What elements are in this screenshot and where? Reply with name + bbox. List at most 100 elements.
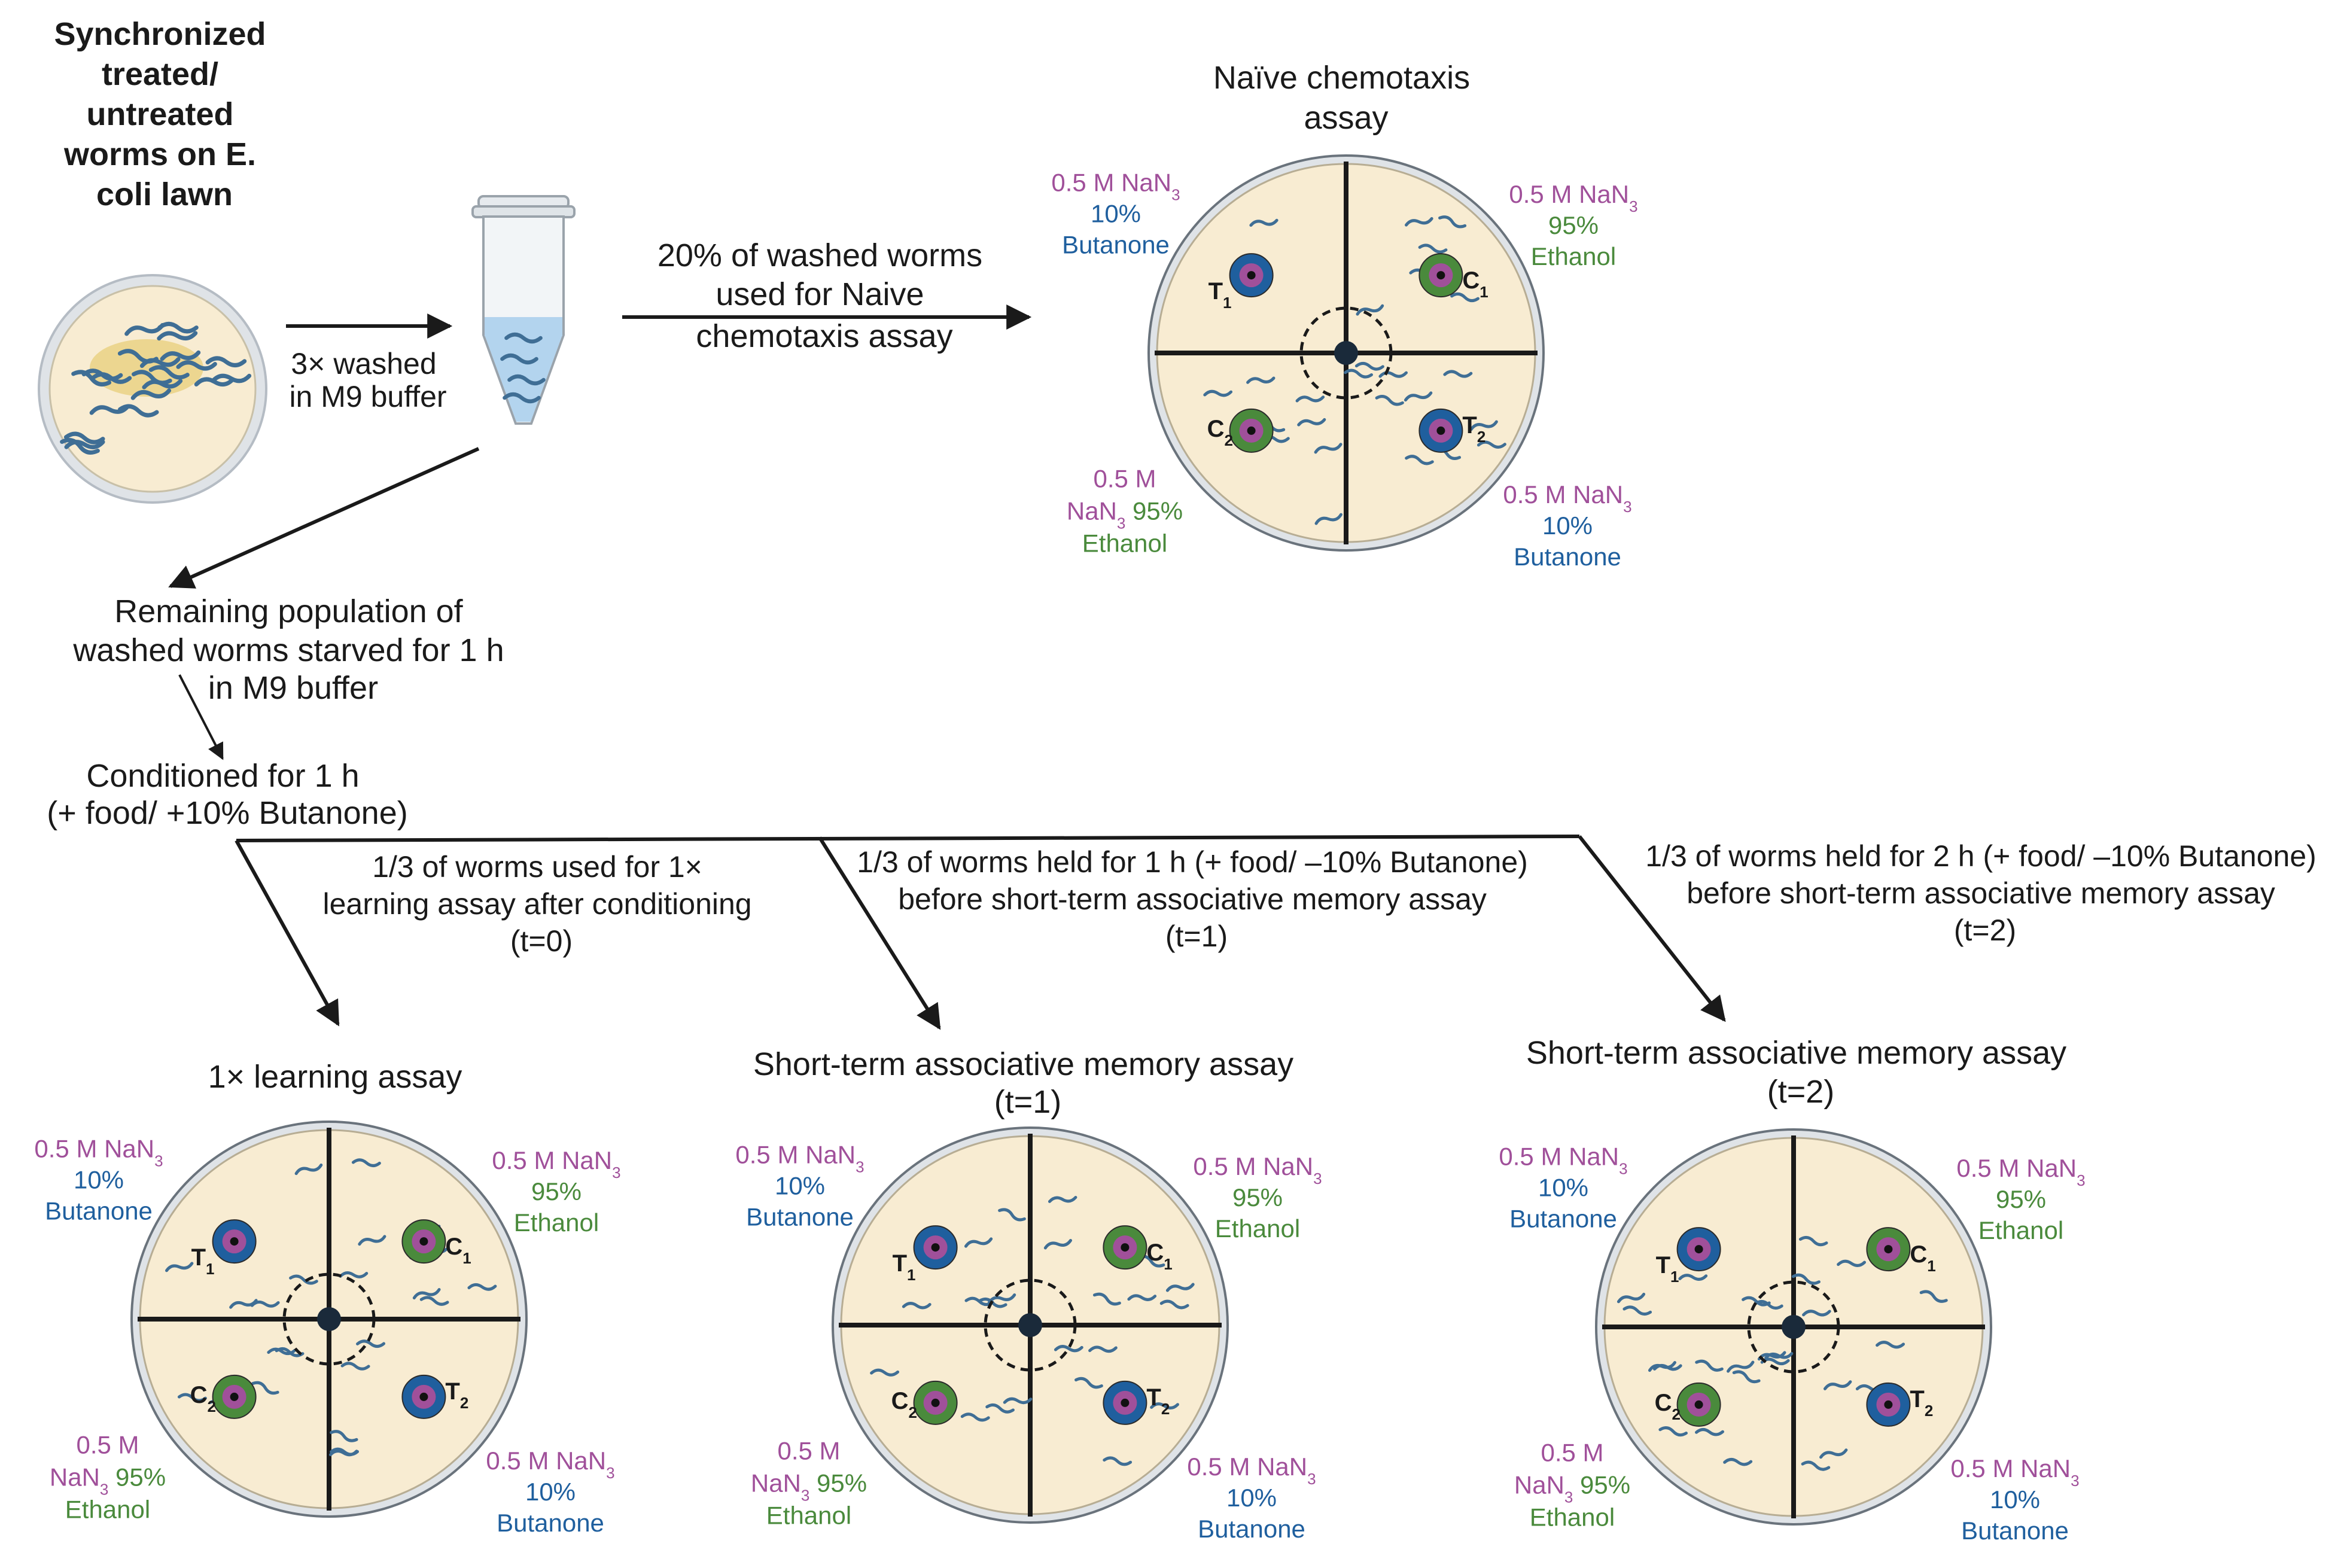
branch-label-stam2: 1/3 of worms held for 2 h (+ food/ –10% … bbox=[1645, 839, 2324, 947]
worm-icon bbox=[1450, 292, 1480, 303]
worm-icon bbox=[1732, 1370, 1761, 1384]
wash-label: 3× washed in M9 buffer bbox=[289, 347, 446, 413]
worm-icon bbox=[71, 370, 112, 386]
worm-icon bbox=[132, 370, 172, 385]
label-C2-nan3b: NaN3 95% bbox=[50, 1463, 166, 1498]
worm-icon bbox=[1695, 1428, 1725, 1436]
worm-icon bbox=[330, 1447, 360, 1456]
naive-arrow-label: 20% of washed worms used for Naive chemo… bbox=[657, 238, 991, 354]
worm-icon bbox=[1723, 1458, 1753, 1466]
label-C2-odor: Ethanol bbox=[1530, 1503, 1615, 1531]
worm-icon bbox=[500, 353, 538, 365]
worm-icon bbox=[1791, 1273, 1821, 1285]
well-label-C2: C2 bbox=[1207, 416, 1233, 449]
label-C2-odor: Ethanol bbox=[766, 1501, 851, 1529]
worm-icon bbox=[1919, 1290, 1948, 1303]
label-C1-nan3: 0.5 M NaN3 bbox=[1509, 180, 1637, 215]
label-C1-pct: 95% bbox=[531, 1177, 582, 1205]
worm-icon bbox=[267, 1347, 297, 1356]
label-T2-nan3: 0.5 M NaN3 bbox=[1187, 1453, 1316, 1488]
plate-worms bbox=[1617, 1235, 1948, 1471]
worm-icon bbox=[157, 321, 199, 334]
worm-icon bbox=[1003, 1397, 1033, 1405]
label-T1-pct: 10% bbox=[1091, 199, 1141, 227]
well-C2 bbox=[1676, 1382, 1721, 1427]
worm-icon bbox=[1344, 369, 1373, 379]
label-T1-pct: 10% bbox=[775, 1171, 825, 1199]
well-C2 bbox=[212, 1374, 257, 1419]
label-T2-nan3: 0.5 M NaN3 bbox=[1950, 1454, 2079, 1490]
well-label-C1: C1 bbox=[1146, 1240, 1172, 1273]
worm-icon bbox=[507, 374, 546, 386]
worm-icon bbox=[148, 365, 190, 380]
worm-icon bbox=[1695, 1359, 1724, 1372]
worm-icon bbox=[294, 1163, 323, 1176]
label-C1-pct: 95% bbox=[1232, 1183, 1283, 1211]
worm-icon bbox=[60, 438, 100, 455]
label-T1-nan3: 0.5 M NaN3 bbox=[735, 1140, 864, 1176]
branch-arrow-learning bbox=[235, 839, 340, 1027]
worm-icon bbox=[1802, 1310, 1831, 1317]
microcentrifuge-tube bbox=[471, 195, 576, 425]
worm-icon bbox=[356, 1339, 386, 1348]
worm-icon bbox=[289, 1274, 318, 1285]
label-C1-odor: Ethanol bbox=[1978, 1216, 2063, 1244]
branch-arrow-stam1 bbox=[818, 836, 941, 1030]
worm-icon bbox=[1074, 1377, 1103, 1389]
plate-worms bbox=[870, 1196, 1195, 1466]
worm-icon bbox=[64, 440, 105, 449]
label-C2-nan3a: 0.5 M bbox=[777, 1436, 840, 1465]
worm-icon bbox=[1165, 1283, 1195, 1292]
label-T1-odor: Butanone bbox=[45, 1196, 153, 1225]
worm-icon bbox=[412, 1288, 441, 1300]
worm-icon bbox=[1438, 215, 1467, 229]
worm-icon bbox=[1354, 361, 1384, 371]
worm-icon bbox=[1314, 443, 1343, 454]
worm-icon bbox=[63, 431, 105, 444]
label-T2-odor: Butanone bbox=[1961, 1517, 2069, 1545]
worm-icon bbox=[1297, 418, 1326, 427]
well-label-C1: C1 bbox=[1462, 267, 1488, 301]
label-C1-nan3: 0.5 M NaN3 bbox=[1956, 1154, 2085, 1189]
worm-icon bbox=[157, 331, 198, 341]
worm-icon bbox=[1378, 371, 1408, 378]
well-C1 bbox=[401, 1219, 446, 1264]
worm-icon bbox=[139, 357, 181, 369]
label-T2-odor: Butanone bbox=[497, 1509, 604, 1537]
worm-icon bbox=[1103, 1456, 1133, 1466]
origin-worm-cluster bbox=[317, 1307, 341, 1331]
worm-icon bbox=[1405, 217, 1433, 227]
start-lawn-plate bbox=[38, 274, 267, 504]
label-T2-pct: 10% bbox=[1226, 1484, 1277, 1512]
label-T1-pct: 10% bbox=[74, 1165, 124, 1193]
worm-icon bbox=[1418, 243, 1448, 254]
branch-label-stam1: 1/3 of worms held for 1 h (+ food/ –10% … bbox=[857, 845, 1536, 953]
worm-icon bbox=[1823, 1380, 1852, 1390]
label-C1-odor: Ethanol bbox=[1215, 1214, 1300, 1243]
lawn-worms bbox=[60, 321, 252, 455]
label-C2-nan3b: NaN3 95% bbox=[1514, 1470, 1630, 1506]
origin-circle bbox=[1299, 306, 1393, 400]
worm-icon bbox=[1477, 440, 1506, 449]
title-stam1: Short-term associative memory assay (t=1… bbox=[753, 1046, 1302, 1120]
worm-icon bbox=[1295, 395, 1325, 403]
worm-icon bbox=[1819, 1448, 1848, 1459]
remaining-label: Remaining population of washed worms sta… bbox=[72, 593, 513, 706]
worm-icon bbox=[1048, 1196, 1077, 1203]
worm-icon bbox=[1127, 1294, 1157, 1301]
worm-icon bbox=[89, 404, 130, 415]
well-T1 bbox=[913, 1225, 958, 1270]
worm-icon bbox=[358, 1235, 386, 1246]
label-T1-nan3: 0.5 M NaN3 bbox=[34, 1134, 163, 1170]
worm-icon bbox=[1876, 1341, 1905, 1349]
title-naive: Naïve chemotaxis assay bbox=[1213, 60, 1479, 136]
conditioned-label: Conditioned for 1 h (+ food/ +10% Butano… bbox=[47, 758, 407, 831]
label-T1-nan3: 0.5 M NaN3 bbox=[1051, 168, 1180, 203]
well-T1 bbox=[1676, 1227, 1721, 1272]
well-label-C2: C2 bbox=[1655, 1390, 1681, 1423]
label-C2-odor: Ethanol bbox=[65, 1495, 150, 1523]
